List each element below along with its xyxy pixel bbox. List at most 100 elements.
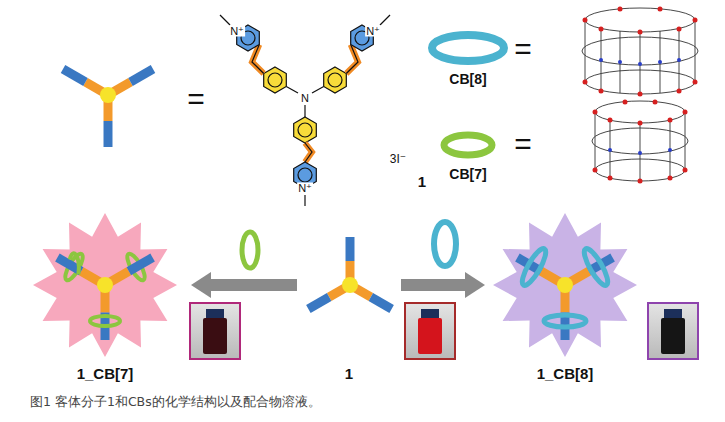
cb7-structure-part [608,148,612,152]
cb8-structure-part [658,60,662,64]
cb7-structure-part [638,151,642,155]
cb8-structure [582,7,698,97]
vial-photo-part [648,303,698,359]
equals-sign: = [514,127,532,160]
arrow-shaft [401,279,467,291]
vial-photo [648,303,698,359]
cb8-structure-part [618,7,623,12]
complex-cb8-part [544,315,586,327]
molecule-structure-part [264,67,287,93]
atom-label: N⁺ [229,26,245,37]
molecule-structure-part [304,195,305,206]
molecule-structure-part [268,73,282,87]
complex-cb7-part [33,213,177,357]
compound-label: 1 [342,365,356,386]
tripod-symbol-part [131,69,154,82]
vial-photo-part [418,318,442,354]
counter-ion: 3I⁻ [390,153,406,166]
cb7-structure-part [608,118,613,123]
cb8-structure-part [638,62,642,66]
cb7-ring [444,135,492,155]
cb8-structure-part [583,80,588,85]
cb8-structure-part [693,18,698,23]
cb8-structure-part [693,80,698,85]
cb7-structure-part [638,179,643,184]
complex-cb7-part [90,316,120,326]
cb8-structure-part [585,20,586,82]
guest-tripod-part [346,237,355,261]
cb8-structure-part [677,27,682,32]
cb7-structure-part [638,121,643,126]
tripod-symbol-part [63,69,86,82]
cb8-structure-part [638,30,643,35]
molecule-structure-part [380,15,390,25]
molecule-structure-part [286,87,298,94]
vial-photo [405,303,455,359]
complex-group: 1_CB[8] [488,208,642,386]
cb8-structure-part [585,8,695,32]
reaction-ring-icons [242,222,456,268]
cb8-ring [432,35,504,61]
complex-group: 1_CB[7] [22,208,188,386]
complex-cb7-part [70,253,79,274]
complex-cb8 [493,213,637,357]
complex-cb8-part [580,246,611,288]
vial-photo-part [405,303,455,359]
tripod-symbol-part [100,87,116,103]
molecule-structure-part [346,45,358,74]
cb7-structure-part [595,101,685,123]
cb7-structure-part [668,176,673,181]
complex-cb7-part [97,277,113,293]
molecule-structure-part [252,45,264,74]
molecule-structure-part [305,143,312,162]
cb7-structure-part [668,118,673,123]
molecule-structure-part [346,45,358,74]
arrow-head [191,272,211,298]
cb7-structure-part [593,168,598,173]
host-name: CB[7] [449,167,486,182]
vial-photo-part [421,309,439,318]
reaction-arrow [191,272,297,298]
arrow-head [465,272,485,298]
equals-sign: = [514,32,532,65]
cb8-structure-part [599,27,604,32]
atom-label: N⁺ [365,26,381,37]
cb8-structure-part [638,92,643,97]
complex-cb8-part [557,277,573,293]
cb8-structure-part [599,58,603,62]
molecule-structure-part [220,15,230,25]
complex-cb8-part [493,213,637,357]
cb8-structure-part [658,7,663,12]
vial-photo-part [190,303,240,359]
complex-cb7-part [129,258,153,272]
compound-label: 1_CB[8] [534,365,597,386]
complex-group: 1 [300,208,398,386]
vial-photo-part [206,309,224,318]
compound-label: 1_CB[7] [74,365,137,386]
figure-caption: 图1 客体分子1和CBs的化学结构以及配合物溶液。 [30,394,321,411]
cb7-structure-part [683,168,688,173]
cb7-structure-part [683,110,688,115]
tripod-symbol-part [104,121,113,147]
complex-cb7 [33,213,177,357]
atom-label: N [300,93,310,104]
atom-label: N⁺ [297,183,313,194]
complex-cb8-part [518,246,549,288]
molecule-structure-part [324,67,347,93]
cb7-ring-part [444,135,492,155]
molecule-structure-part [328,73,342,87]
cb8-structure-part [599,89,604,94]
molecule-structure-part [294,117,317,143]
cb8-structure-part [677,58,681,62]
guest-tripod-part [342,277,358,293]
host-name: CB[8] [449,72,486,87]
cb7-structure-part [595,112,596,170]
reaction-arrow [401,272,485,298]
cb8-structure-part [583,18,588,23]
cb8-structure-part [677,89,682,94]
cb8-ring-part [432,35,504,61]
cb7-structure [592,100,688,184]
molecule-structure [220,15,390,206]
